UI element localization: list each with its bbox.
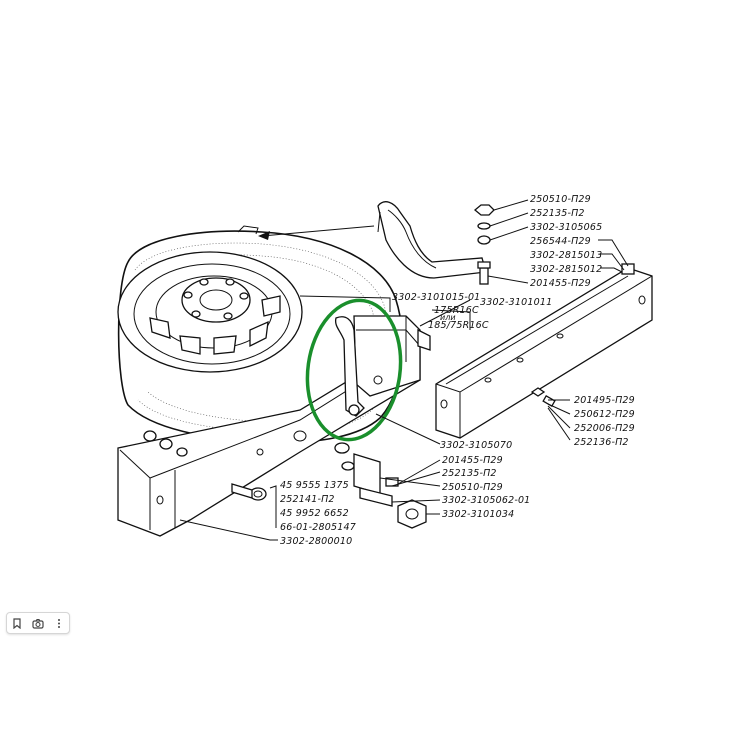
label-256544: 256544-П29	[530, 236, 591, 247]
label-250612: 250612-П29	[574, 409, 635, 420]
label-201455-top: 201455-П29	[530, 278, 591, 289]
label-252006: 252006-П29	[574, 423, 635, 434]
side-bolt	[530, 387, 556, 407]
label-66-01: 66-01-2805147	[280, 522, 356, 533]
label-185-75r16c: 185/75R16C	[428, 320, 489, 331]
image-toolbar	[6, 612, 70, 634]
part-labels: 250510-П29 252135-П2 3302-3105065 256544…	[280, 194, 635, 547]
label-252136: 252136-П2	[574, 437, 629, 448]
carrier-box	[353, 315, 431, 397]
label-459555: 45 9555 1375	[280, 480, 349, 491]
top-bracket	[377, 201, 487, 279]
label-3302-3101011: 3302-3101011	[480, 297, 552, 308]
leader-lines	[179, 199, 629, 541]
label-250510-top: 250510-П29	[530, 194, 591, 205]
camera-icon[interactable]	[30, 615, 46, 631]
leader-arrow	[258, 225, 375, 240]
label-3302-2800010: 3302-2800010	[280, 536, 352, 547]
label-ili: или	[440, 313, 456, 322]
label-3302-3101015: 3302-3101015-01	[392, 292, 480, 303]
bookmark-icon[interactable]	[9, 615, 25, 631]
frame-rail	[117, 341, 421, 537]
label-252135-mid: 252135-П2	[442, 468, 497, 479]
highlight-oval	[305, 298, 403, 442]
label-252141: 252141-П2	[280, 494, 335, 505]
label-3302-2815013: 3302-2815013	[530, 250, 602, 261]
label-201495: 201495-П29	[574, 395, 635, 406]
label-252135-top: 252135-П2	[530, 208, 585, 219]
label-3302-3101034: 3302-3101034	[442, 509, 514, 520]
label-201455-mid: 201455-П29	[442, 455, 503, 466]
more-vertical-icon[interactable]	[51, 615, 67, 631]
top-fasteners	[473, 204, 495, 285]
label-3302-3105065: 3302-3105065	[530, 222, 602, 233]
cross-member	[435, 263, 653, 439]
hook-strap	[334, 316, 365, 417]
label-3302-3105070: 3302-3105070	[440, 440, 512, 451]
lower-fasteners	[231, 442, 427, 529]
label-3302-2815012: 3302-2815012	[530, 264, 602, 275]
spare-wheel	[117, 225, 404, 444]
label-250510-mid: 250510-П29	[442, 482, 503, 493]
label-175r16c: 175R16C	[434, 305, 479, 316]
label-3302-3105062: 3302-3105062-01	[442, 495, 530, 506]
label-459952: 45 9952 6652	[280, 508, 349, 519]
